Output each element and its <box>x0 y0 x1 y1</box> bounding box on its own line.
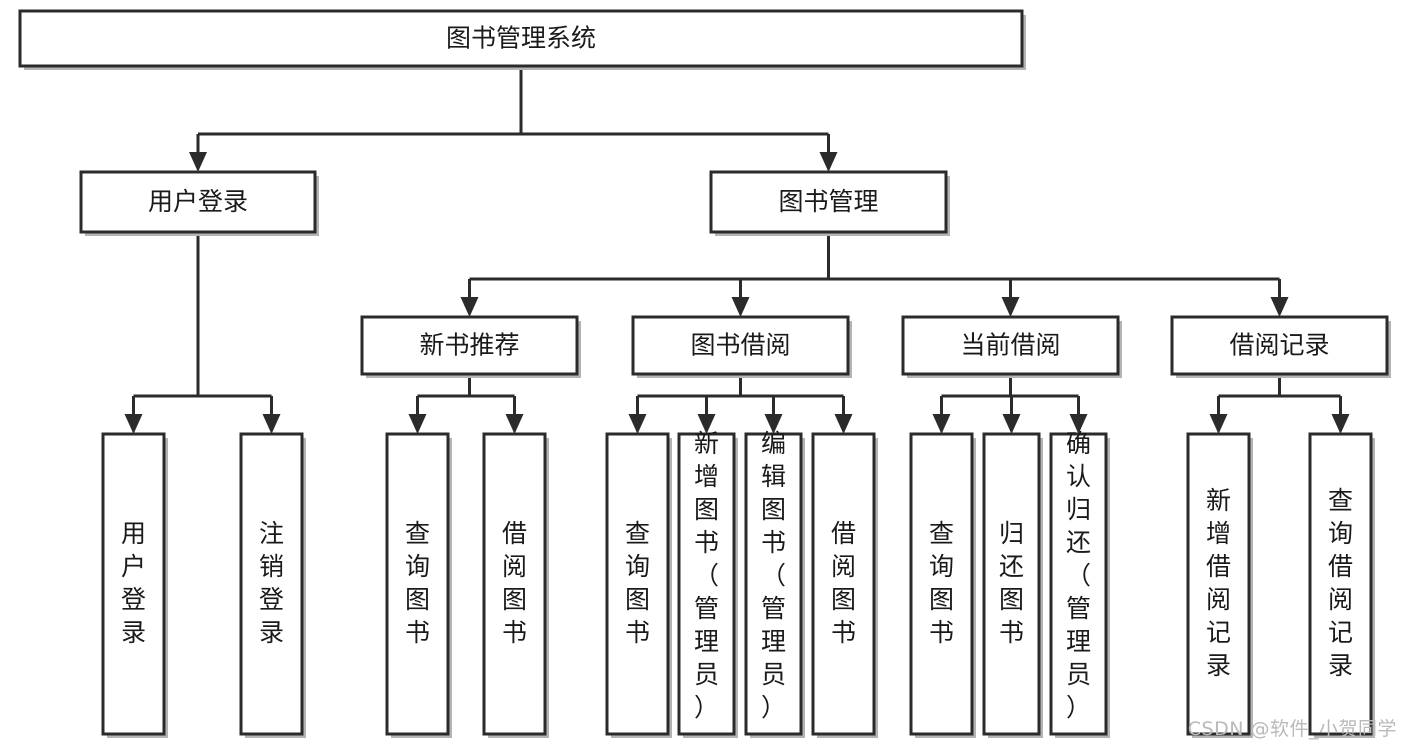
node-book-borrow[interactable]: 图书借阅 <box>631 315 852 378</box>
node-label: 图书管理 <box>778 187 878 216</box>
node-label: 图书借阅 <box>690 331 790 360</box>
edges-layer <box>124 66 1350 434</box>
node-leaf-borrow-book-2[interactable]: 借阅图书 <box>811 432 878 738</box>
node-leaf-query-book-3[interactable]: 查询图书 <box>909 432 976 738</box>
node-leaf-confirm-return[interactable]: 确认归还（管理员） <box>1049 429 1110 738</box>
node-leaf-query-book-1[interactable]: 查询图书 <box>385 432 452 738</box>
edge-group-root <box>189 66 838 172</box>
node-label: 新增图书（管理员） <box>694 429 719 722</box>
node-label: 注销登录 <box>259 519 284 647</box>
node-label: 新书推荐 <box>419 331 519 360</box>
node-label: 用户登录 <box>148 187 248 216</box>
edge-group-book-borrow <box>628 374 853 434</box>
csdn-watermark: CSDN @软件_小贺同学 <box>1187 718 1397 740</box>
node-leaf-edit-book[interactable]: 编辑图书（管理员） <box>744 429 805 738</box>
node-label: 图书管理系统 <box>446 24 596 53</box>
node-label: 查询图书 <box>929 519 954 647</box>
node-leaf-add-record[interactable]: 新增借阅记录 <box>1186 432 1253 738</box>
node-label: 新增借阅记录 <box>1206 486 1231 680</box>
edge-group-user-login <box>124 232 281 434</box>
node-label: 编辑图书（管理员） <box>761 429 786 722</box>
node-label: 用户登录 <box>121 519 146 647</box>
node-current-borrow[interactable]: 当前借阅 <box>901 315 1122 378</box>
node-leaf-borrow-book-1[interactable]: 借阅图书 <box>482 432 549 738</box>
nodes-layer: 图书管理系统用户登录图书管理新书推荐图书借阅当前借阅借阅记录用户登录注销登录查询… <box>18 9 1391 738</box>
node-label: 查询图书 <box>625 519 650 647</box>
node-leaf-add-book[interactable]: 新增图书（管理员） <box>677 429 738 738</box>
node-label: 查询图书 <box>405 519 430 647</box>
node-new-book-recommend[interactable]: 新书推荐 <box>360 315 581 378</box>
node-borrow-record[interactable]: 借阅记录 <box>1170 315 1391 378</box>
node-book-manage[interactable]: 图书管理 <box>709 170 950 236</box>
edge-group-new-book-recommend <box>408 374 524 434</box>
node-root[interactable]: 图书管理系统 <box>18 9 1026 70</box>
node-leaf-user-logout[interactable]: 注销登录 <box>239 432 306 738</box>
edge-group-borrow-record <box>1209 374 1350 434</box>
node-leaf-user-login[interactable]: 用户登录 <box>101 432 168 738</box>
node-user-login[interactable]: 用户登录 <box>79 170 319 236</box>
node-label: 借阅图书 <box>502 519 527 647</box>
node-label: 当前借阅 <box>960 331 1060 360</box>
node-label: 归还图书 <box>999 519 1024 647</box>
edge-group-current-borrow <box>932 374 1088 434</box>
node-leaf-return-book[interactable]: 归还图书 <box>982 432 1043 738</box>
node-label: 确认归还（管理员） <box>1066 429 1091 722</box>
node-label: 查询借阅记录 <box>1328 486 1353 680</box>
edge-group-book-manage <box>460 232 1289 317</box>
node-label: 借阅图书 <box>831 519 856 647</box>
node-leaf-query-record[interactable]: 查询借阅记录 <box>1308 432 1375 738</box>
node-label: 借阅记录 <box>1229 331 1329 360</box>
node-leaf-query-book-2[interactable]: 查询图书 <box>605 432 672 738</box>
